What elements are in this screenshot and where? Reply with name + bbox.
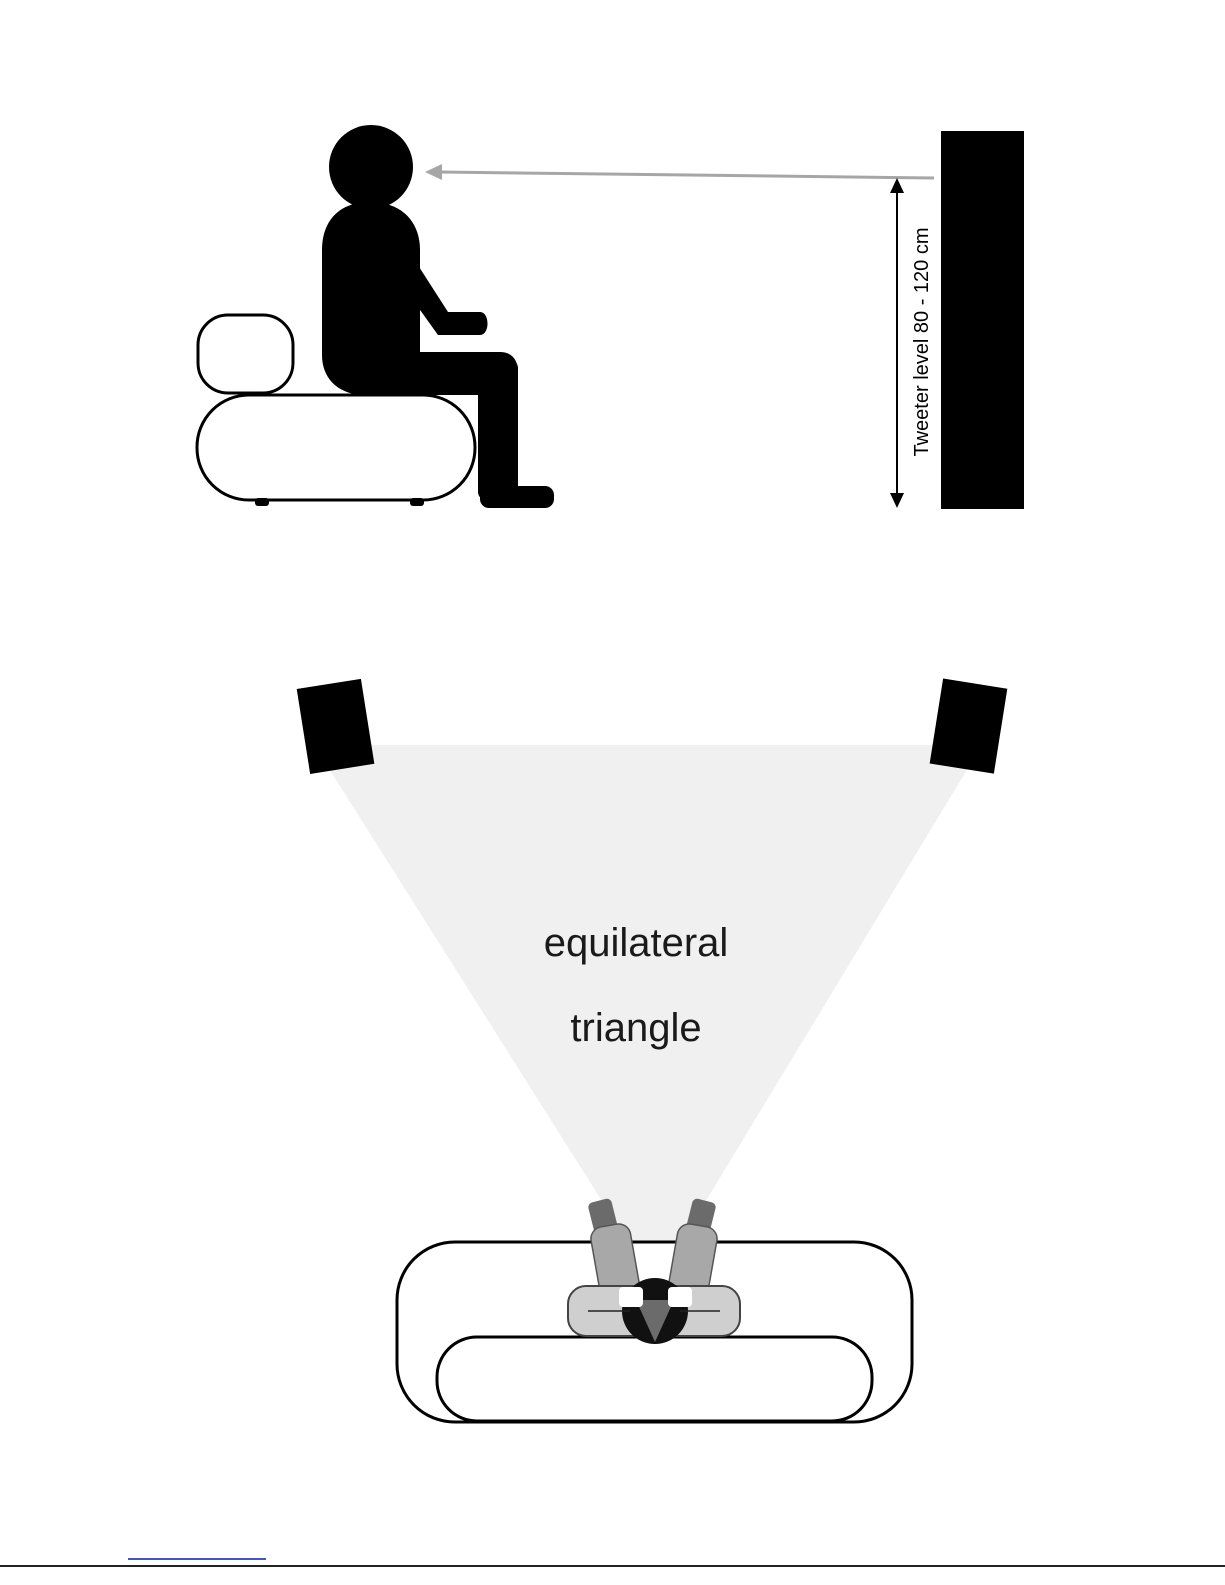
speaker-side-view [941, 131, 1024, 509]
person-left-hand [619, 1287, 643, 1307]
speaker-right [930, 679, 1008, 774]
tweeter-height-arrowhead-top [890, 178, 904, 193]
triangle-label-line2: triangle [570, 1006, 701, 1050]
chair-back-cushion [198, 315, 293, 393]
triangle-label-line1: equilateral [544, 921, 729, 965]
sofa-seat-cushion [437, 1337, 872, 1421]
tweeter-height-arrowhead-bottom [890, 493, 904, 508]
top-view: equilateral triangle [297, 679, 1008, 1422]
tweeter-level-label: Tweeter level 80 - 120 cm [911, 228, 933, 457]
chair-foot-left [255, 498, 269, 506]
speaker-left [297, 679, 375, 774]
line-of-sight-arrow [440, 172, 934, 178]
person-head [329, 125, 413, 209]
side-view: Tweeter level 80 - 120 cm [197, 125, 1024, 509]
line-of-sight-arrowhead [425, 164, 442, 180]
person-right-hand [668, 1287, 692, 1307]
chair-foot-right [410, 498, 424, 506]
person-shin [478, 360, 518, 500]
person-foot [480, 486, 554, 508]
chair-seat [197, 395, 475, 500]
